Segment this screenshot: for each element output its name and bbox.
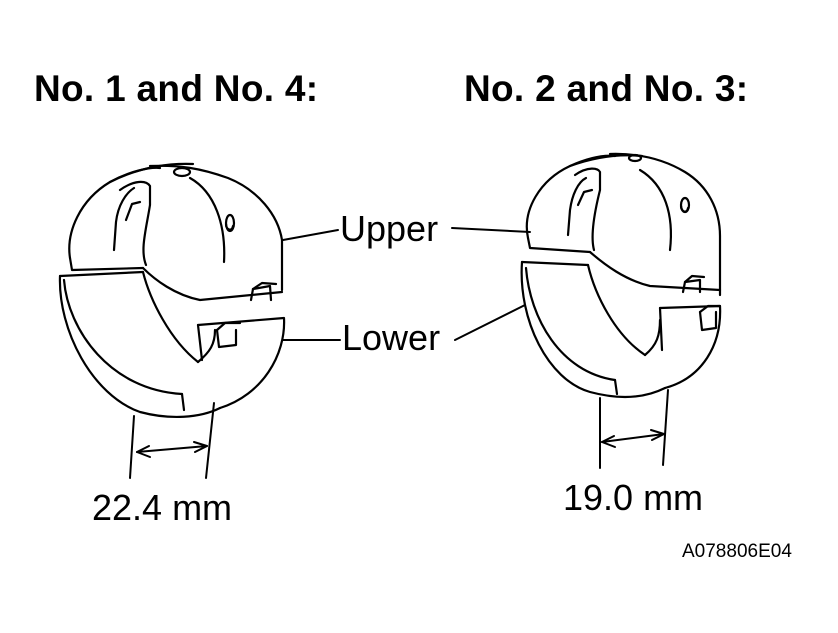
upper-shell-narrow	[525, 152, 722, 297]
lower-shell-narrow	[520, 260, 722, 399]
bearing-narrow	[520, 152, 722, 469]
leader-upper-right	[451, 227, 531, 233]
upper-shell-wide	[68, 162, 284, 302]
dimension-label-narrow: 19.0 mm	[563, 477, 704, 518]
dimension-label-wide: 22.4 mm	[92, 487, 233, 528]
heading-no2-no3: No. 2 and No. 3:	[464, 68, 749, 109]
lower-shell-wide	[58, 270, 286, 419]
leader-lines	[282, 227, 531, 341]
leader-lower-right	[454, 304, 526, 341]
dimension-narrow	[599, 389, 669, 469]
dimension-wide	[129, 402, 215, 479]
callout-lower: Lower	[342, 317, 441, 358]
bearing-wide	[58, 162, 286, 479]
reference-code: A078806E04	[682, 541, 792, 562]
leader-upper-left	[282, 229, 339, 241]
callout-upper: Upper	[340, 208, 439, 249]
heading-no1-no4: No. 1 and No. 4:	[34, 68, 319, 109]
